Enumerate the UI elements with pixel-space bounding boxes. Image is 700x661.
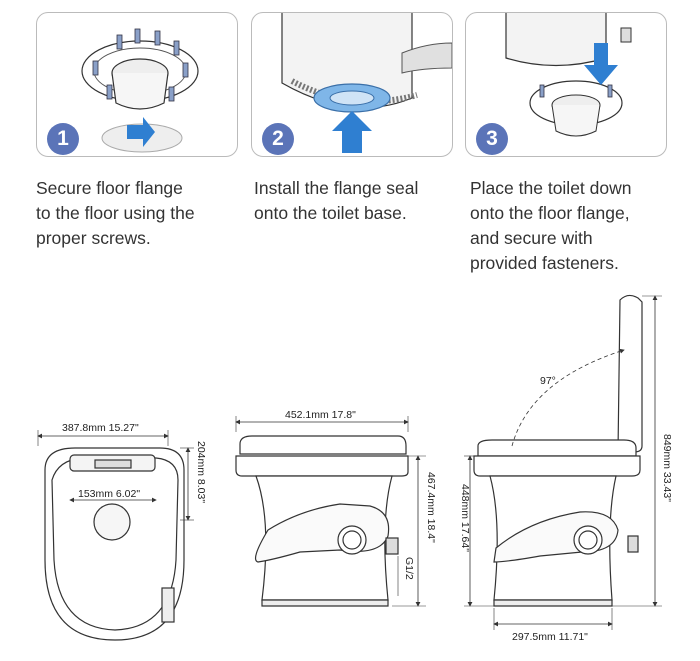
total-height-label: 849mm 33.43" [661,434,673,502]
top-depth-label: 204mm 8.03" [195,441,207,503]
base-width-label: 297.5mm 11.71" [512,631,588,643]
side-height-label: 448mm 17.64" [459,484,471,552]
place-toilet-illustration [505,13,632,137]
top-view-drawing [37,430,194,641]
step-3-caption: Place the toilet down onto the floor fla… [470,178,632,273]
step-1-panel: 1 [36,12,238,157]
step-2-caption: Install the flange seal onto the toilet … [254,178,419,223]
step-1-badge: 1 [47,123,79,155]
outlet-diameter-label: 153mm 6.02" [78,488,140,500]
lid-angle-label: 97° [540,375,556,387]
top-width-label: 387.8mm 15.27" [62,422,139,434]
side-view-drawing [464,294,662,630]
step-1-caption: Secure floor flange to the floor using t… [36,178,195,248]
flange-seal-illustration [281,13,452,153]
step-3-panel: 3 [465,12,667,157]
front-height-label: 467.4mm 18.4" [425,472,437,543]
front-view-drawing [235,416,426,607]
floor-flange-illustration [81,28,199,153]
step-3-badge: 3 [476,123,508,155]
inlet-thread-label: G1/2 [403,557,415,580]
step-2-badge: 2 [262,123,294,155]
front-width-label: 452.1mm 17.8" [285,409,356,421]
step-2-panel: 2 [251,12,453,157]
